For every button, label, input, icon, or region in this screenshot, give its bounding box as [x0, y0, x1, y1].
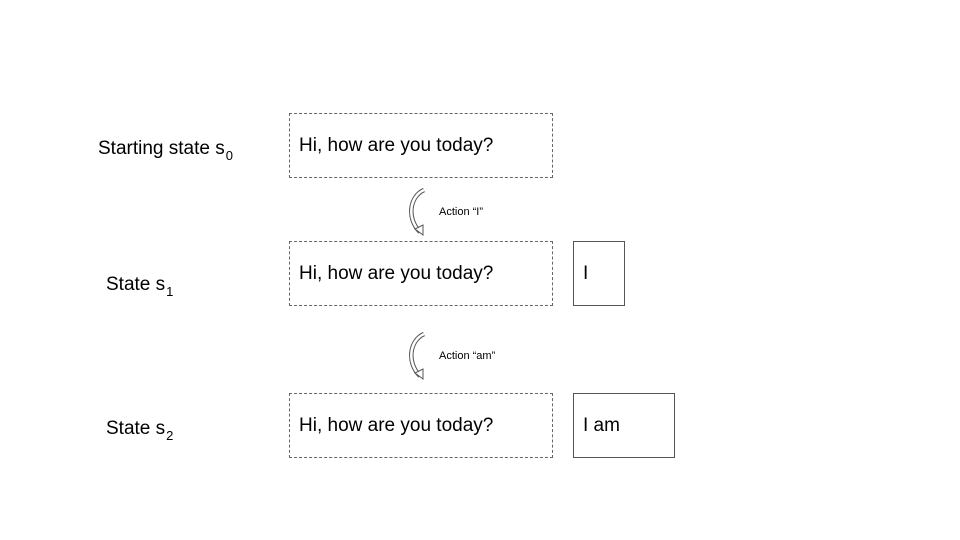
prompt-text: Hi, how are you today? — [299, 262, 494, 284]
curved-arrow-icon — [409, 332, 426, 380]
state-subscript: 1 — [166, 284, 174, 299]
state-label-s2: State s2 — [106, 418, 174, 443]
curved-arrow-icon — [409, 188, 426, 236]
prompt-box-s0: Hi, how are you today? — [289, 113, 553, 178]
generated-box-s1: I — [573, 241, 625, 306]
state-label-s0: Starting state s0 — [98, 138, 233, 163]
generated-box-s2: I am — [573, 393, 675, 458]
generated-text: I am — [583, 414, 620, 436]
prompt-text: Hi, how are you today? — [299, 414, 494, 436]
action-label-2: Action “am” — [439, 350, 496, 362]
generated-text: I — [583, 262, 589, 284]
prompt-text: Hi, how are you today? — [299, 134, 494, 156]
state-subscript: 0 — [225, 148, 233, 163]
state-subscript: 2 — [166, 428, 174, 443]
action-label-1: Action “I” — [439, 206, 484, 218]
state-label-text: State s — [106, 418, 166, 439]
state-label-text: State s — [106, 274, 166, 295]
state-label-text: Starting state s — [98, 138, 225, 159]
state-label-s1: State s1 — [106, 274, 174, 299]
prompt-box-s1: Hi, how are you today? — [289, 241, 553, 306]
prompt-box-s2: Hi, how are you today? — [289, 393, 553, 458]
